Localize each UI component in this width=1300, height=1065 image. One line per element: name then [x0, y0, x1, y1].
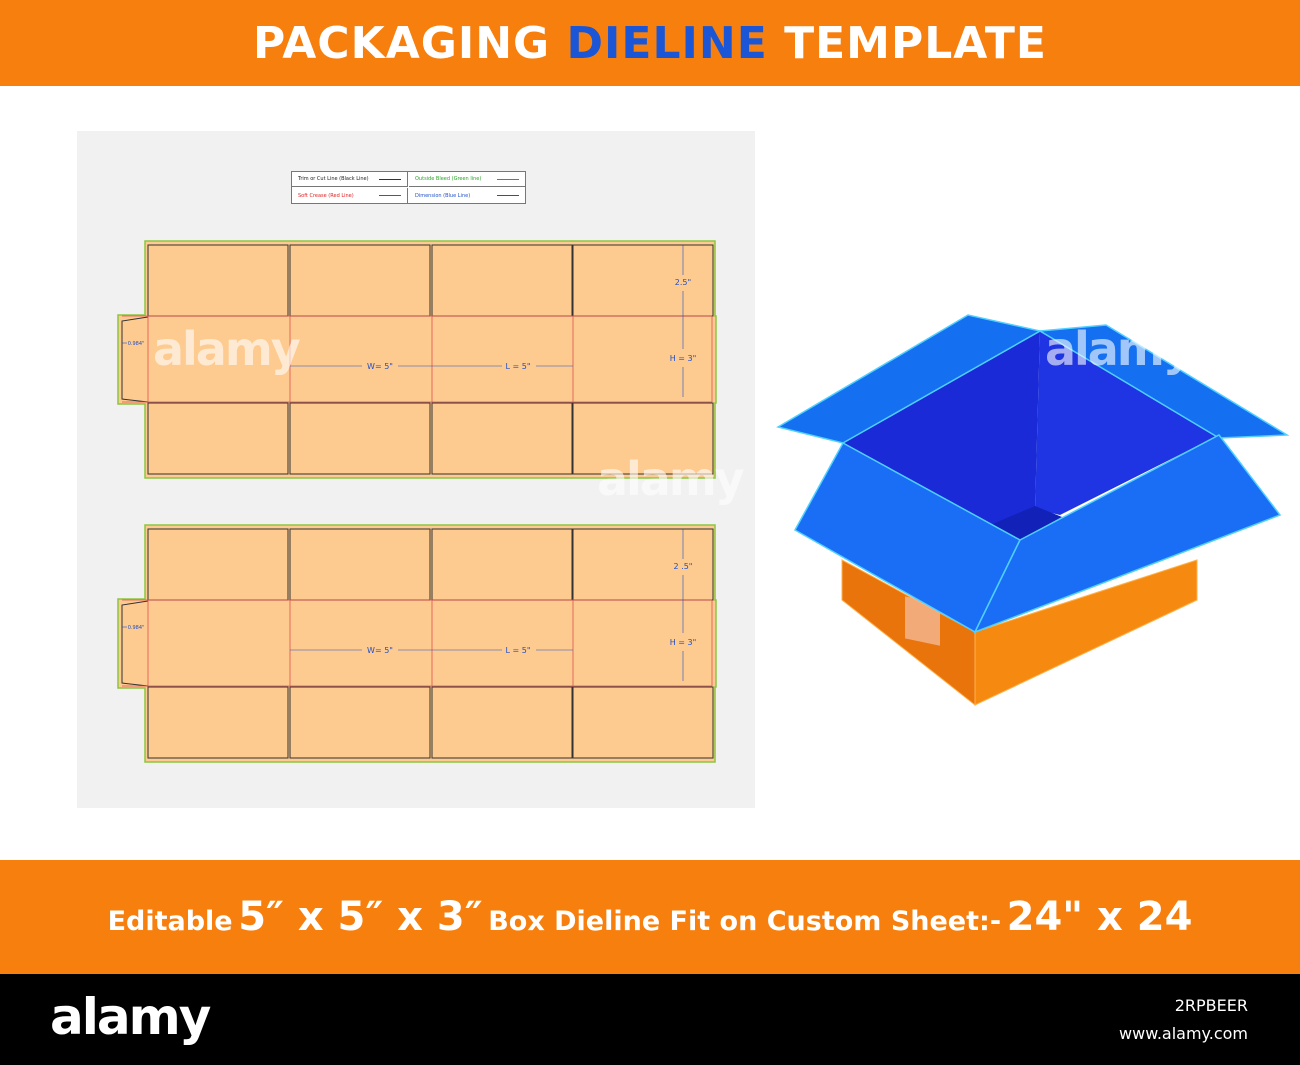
width-dimension-label: W= 5" — [367, 362, 393, 371]
title-word-dieline: DIELINE — [566, 17, 768, 69]
bleed-dimension-label: 0.984" — [128, 341, 145, 347]
box-dimensions: 5″ x 5″ x 3″ — [238, 894, 483, 940]
glue-flap — [121, 316, 149, 403]
specs-prefix: Editable — [107, 906, 233, 937]
title-word-template: TEMPLATE — [784, 17, 1047, 69]
legend-dimension: Dimension (Blue Line) — [409, 188, 525, 203]
legend-crease-label: Soft Crease (Red Line) — [298, 192, 354, 199]
watermark: alamy — [153, 322, 301, 376]
specs-banner: Editable 5″ x 5″ x 3″ Box Dieline Fit on… — [0, 860, 1300, 974]
height-dimension-label: H = 3" — [670, 638, 697, 647]
legend-crease: Soft Crease (Red Line) — [292, 188, 408, 203]
box-interior-floor — [990, 506, 1062, 540]
bottom-flap-panel — [147, 402, 289, 475]
flap-dimension-label: 2 .5" — [674, 562, 693, 571]
bleed-dimension-label: 0.984" — [128, 625, 145, 631]
watermark: alamy — [1045, 322, 1193, 376]
specs-text: Editable 5″ x 5″ x 3″ Box Dieline Fit on… — [108, 894, 1193, 940]
site-url: www.alamy.com — [1119, 1024, 1248, 1043]
page-title: PACKAGING DIELINE TEMPLATE — [253, 18, 1047, 69]
header-banner: PACKAGING DIELINE TEMPLATE — [0, 0, 1300, 86]
watermark: alamy — [597, 452, 745, 506]
height-dimension-label: H = 3" — [670, 354, 697, 363]
legend-trim-label: Trim or Cut Line (Black Line) — [298, 176, 369, 182]
specs-middle: Box Dieline Fit on Custom Sheet:- — [488, 906, 1002, 937]
footer-bar: alamy 2RPBEER www.alamy.com — [0, 974, 1300, 1065]
legend-trim: Trim or Cut Line (Black Line) — [292, 172, 408, 187]
box-flap-back-right — [1037, 324, 1290, 439]
bottom-flap-panel — [147, 686, 289, 759]
alamy-logo: alamy — [50, 988, 211, 1046]
glue-flap — [121, 600, 149, 687]
dieline-outline — [117, 240, 717, 479]
flap-dimension-label: 2.5" — [675, 278, 691, 287]
bottom-flap-panel — [431, 402, 573, 475]
image-id: 2RPBEER — [1174, 996, 1248, 1015]
width-dimension-label: W= 5" — [367, 646, 393, 655]
bottom-flap-panel — [572, 686, 714, 759]
bottom-flap-panel — [431, 686, 573, 759]
length-dimension-label: L = 5" — [505, 362, 530, 371]
bottom-flap-panel — [289, 402, 431, 475]
box-interior-left — [843, 331, 1040, 525]
box-interior-right — [1035, 331, 1219, 515]
box-side-right — [974, 559, 1198, 706]
legend-bleed-label: Outside Bleed (Green line) — [415, 176, 482, 182]
box-tape — [905, 596, 940, 646]
legend-dimension-label: Dimension (Blue Line) — [415, 192, 471, 199]
bottom-flap-panel — [572, 402, 714, 475]
dieline-outline — [117, 524, 717, 763]
sheet-size: 24" x 24 — [1006, 894, 1193, 940]
length-dimension-label: L = 5" — [505, 646, 530, 655]
legend-bleed: Outside Bleed (Green line) — [409, 172, 525, 187]
title-word-packaging: PACKAGING — [253, 17, 551, 69]
box-flap-front-right — [973, 434, 1282, 634]
line-legend: Trim or Cut Line (Black Line) Outside Bl… — [291, 171, 526, 204]
bottom-flap-panel — [289, 686, 431, 759]
